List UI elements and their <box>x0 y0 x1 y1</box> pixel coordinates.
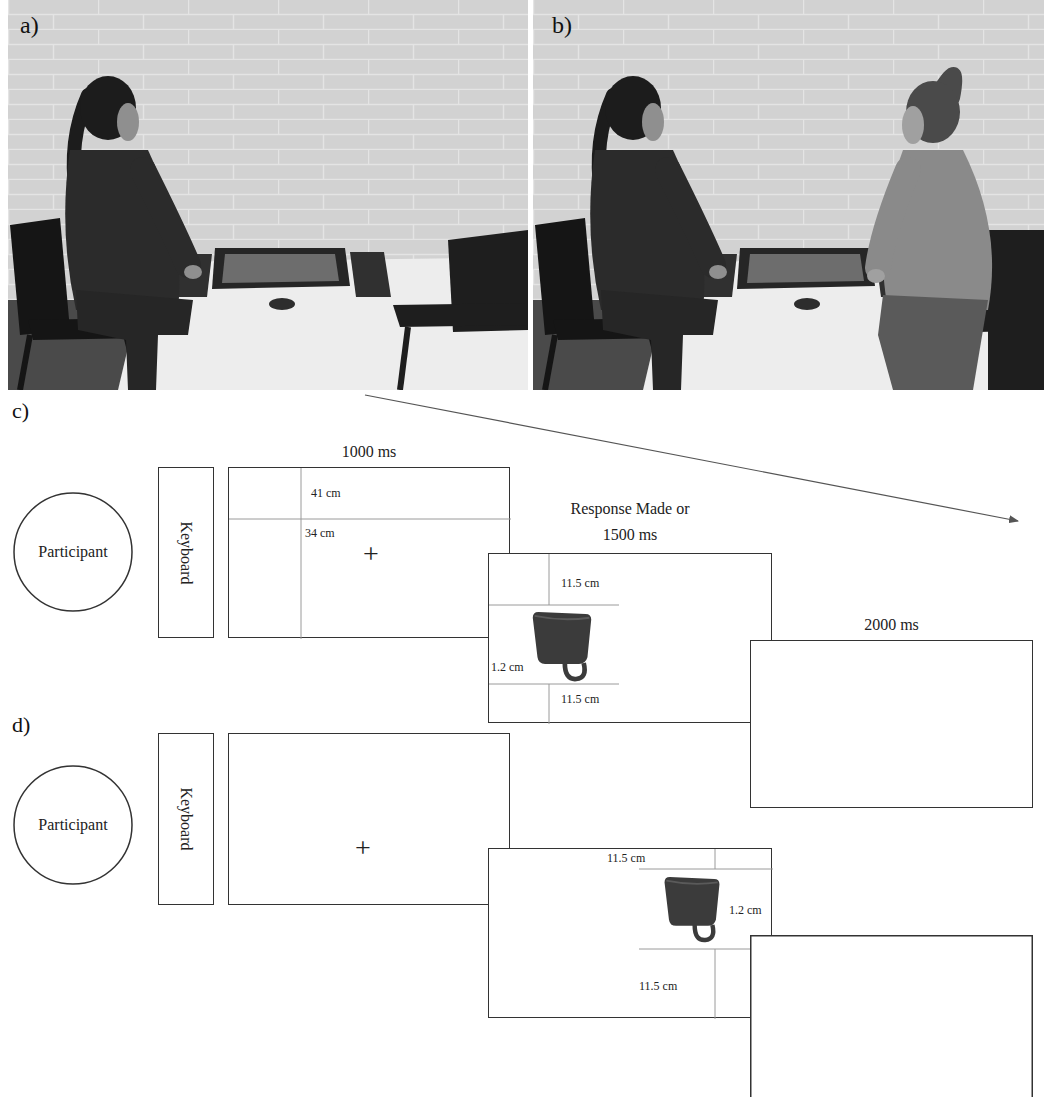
photo-joint <box>533 0 1044 390</box>
keyboard-label: Keyboard <box>176 521 196 584</box>
fixation-cross: + <box>343 828 383 868</box>
screen-frame: + <box>228 733 510 905</box>
screen-frame: 2000 ms <box>750 640 1033 808</box>
participant-label: Participant <box>38 815 107 835</box>
dimension-label: 11.5 cm <box>639 979 677 994</box>
participant-label: Participant <box>38 542 107 562</box>
dimension-label: 1.2 cm <box>729 903 762 918</box>
photo-single <box>8 0 528 390</box>
duration-label: 2000 ms <box>864 615 919 635</box>
blank-screen <box>750 935 1033 1097</box>
keyboard-box: Keyboard <box>158 467 214 638</box>
screen-frame: Response Made or 1500 ms11.5 cm1.2 cm11.… <box>488 553 772 723</box>
participant-circle: Participant <box>13 492 133 612</box>
keyboard-label: Keyboard <box>176 787 196 850</box>
mug-stimulus <box>489 554 773 724</box>
dimension-label: 34 cm <box>305 526 335 541</box>
dimension-label: 11.5 cm <box>607 851 645 866</box>
screen-frame: 1000 ms41 cm34 cm+ <box>228 467 510 638</box>
screen-frame: 11.5 cm 1.2 cm 11.5 cm <box>488 848 772 1018</box>
panel-letter: b) <box>552 12 572 39</box>
dimension-label: 41 cm <box>311 486 341 501</box>
keyboard-box: Keyboard <box>158 733 214 905</box>
mug-stimulus <box>489 849 773 1019</box>
dimension-label: 11.5 cm <box>561 692 599 707</box>
duration-label: Response Made or 1500 ms <box>563 496 698 548</box>
panel-letter: d) <box>12 712 30 738</box>
panel-letter: a) <box>20 12 39 39</box>
duration-label: 1000 ms <box>342 442 397 462</box>
participant-circle: Participant <box>13 765 133 885</box>
panel-letter: c) <box>12 398 29 424</box>
fixation-cross: + <box>351 534 391 574</box>
dimension-label: 1.2 cm <box>491 660 524 675</box>
dimension-label: 11.5 cm <box>561 576 599 591</box>
